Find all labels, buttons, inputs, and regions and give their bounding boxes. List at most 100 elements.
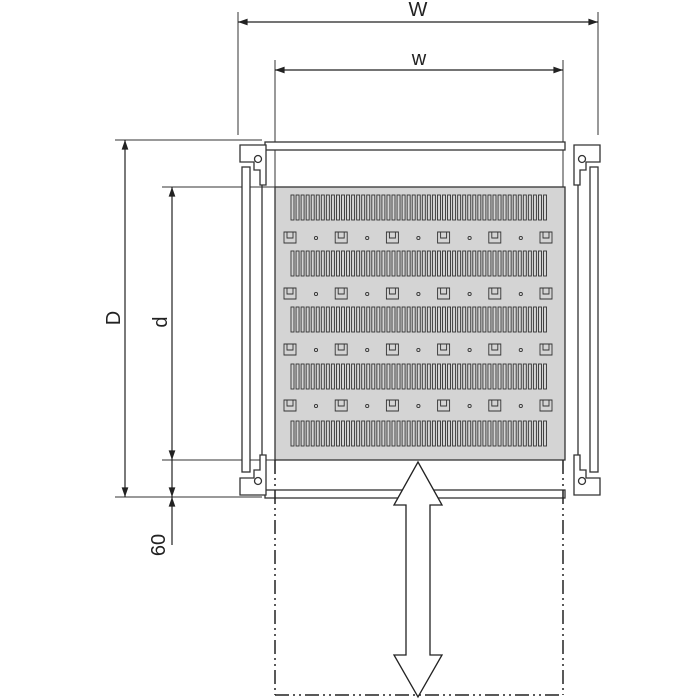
slot [416,250,421,277]
slot [411,250,416,277]
slot [457,250,462,277]
hole [416,235,421,241]
slot [482,194,487,221]
slot [310,306,315,333]
hook-slot [385,343,399,356]
slot [477,250,482,277]
slot [366,250,371,277]
slot [376,306,381,333]
slot [416,420,421,447]
slot [406,363,411,390]
slot [477,420,482,447]
slot [532,420,537,447]
slot [502,420,507,447]
hook-slot [488,231,502,244]
slot [325,363,330,390]
slot [462,250,467,277]
inner-width-label: w [411,48,427,70]
slot [487,250,492,277]
slot [426,420,431,447]
slot [431,306,436,333]
slot [512,306,517,333]
slot [381,420,386,447]
slot [452,420,457,447]
slot [452,194,457,221]
slot [462,420,467,447]
slot [462,363,467,390]
slot [527,363,532,390]
hole [467,235,472,241]
slot [467,420,472,447]
slot [376,420,381,447]
hook-slot [334,343,348,356]
slot [452,363,457,390]
slot [305,420,310,447]
outer-width-label: W [409,0,428,21]
slot [391,420,396,447]
slot [376,194,381,221]
slot [381,250,386,277]
slot [386,306,391,333]
slot [426,194,431,221]
slot [416,306,421,333]
hook-slot [437,399,451,412]
slot [336,250,340,277]
slot [522,420,527,447]
slot [371,363,376,390]
slot [346,194,350,221]
slot [472,363,477,390]
hole [518,403,523,409]
slot [527,194,532,221]
slot [346,250,350,277]
slot [310,363,315,390]
hole [313,291,319,297]
slot [467,250,472,277]
slot [457,306,462,333]
slot [330,420,335,447]
slot [356,306,361,333]
slot [341,306,345,333]
slot [391,194,396,221]
slot [492,194,497,221]
plate-perforations [283,194,553,447]
slot [462,306,467,333]
slot [320,306,325,333]
slot [290,363,295,390]
slot [512,363,517,390]
slot [366,194,371,221]
slot [330,306,335,333]
slot [522,363,527,390]
hook-slot [437,343,451,356]
slot [315,363,320,390]
slot [305,250,310,277]
slot [517,306,522,333]
slot [457,363,462,390]
slot [406,306,411,333]
slot [346,420,350,447]
slot [356,250,361,277]
hole [365,403,370,409]
hole [365,235,370,241]
slot [356,194,361,221]
slot [336,194,340,221]
slot [447,306,451,333]
slot [487,363,492,390]
slot [341,363,345,390]
slot [532,194,537,221]
outer-depth-label: D [103,311,125,325]
slot [431,194,436,221]
slot [325,420,330,447]
hole [467,347,472,353]
hole [313,403,319,409]
slot [492,250,497,277]
slot [452,306,457,333]
slot [502,250,507,277]
extension-label: 60 [148,534,170,556]
slot [290,194,295,221]
slot [320,363,325,390]
slot [310,250,315,277]
slot [325,194,330,221]
slot [341,420,345,447]
slot [442,194,446,221]
slot [437,194,441,221]
